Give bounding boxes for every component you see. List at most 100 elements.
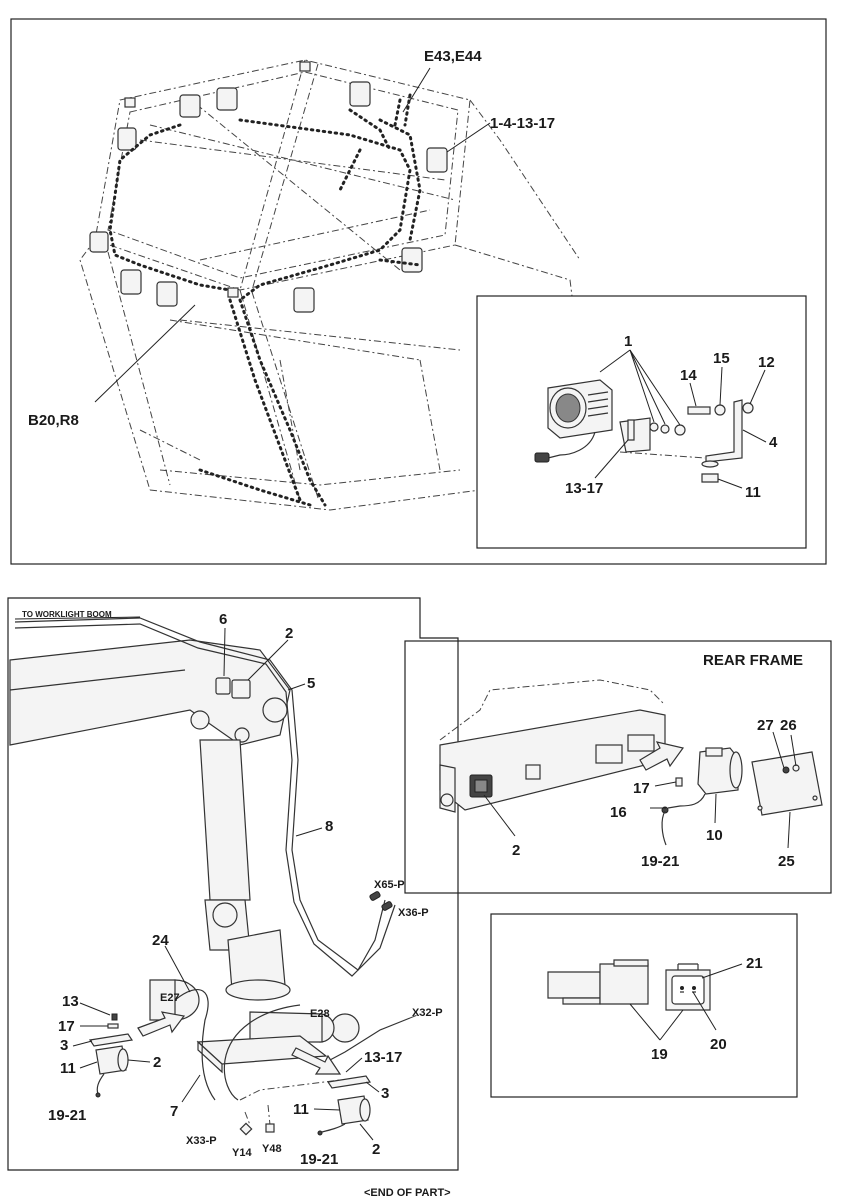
conn-leader-21: [701, 963, 743, 979]
connector-drawing: [547, 959, 711, 1011]
leader-24: [164, 945, 191, 993]
conn-leader-20: [692, 991, 717, 1031]
leader-5: [287, 683, 306, 691]
detail-label-11: 11: [745, 484, 761, 501]
rear-frame-drawing: [439, 679, 823, 816]
worklight-boom-leader: [14, 616, 141, 620]
rear-leader-10: [714, 793, 717, 824]
end-of-part-text: <END OF PART>: [364, 1187, 451, 1198]
connector-panel: [490, 913, 798, 1098]
detail-leader-12: [749, 369, 766, 405]
leader-2c: [359, 1123, 374, 1141]
lamp-detail-drawing: [534, 379, 754, 483]
leader-13-17: [345, 1057, 363, 1073]
label-x33-p: X33-P: [186, 1135, 217, 1147]
detail-leader-11: [717, 478, 743, 489]
boom-label-19-21a: 19-21: [48, 1107, 86, 1124]
leader-8: [295, 827, 323, 837]
boom-label-7: 7: [170, 1103, 178, 1120]
detail-leader-13-17: [594, 439, 629, 479]
leader-7: [181, 1074, 201, 1103]
conn-leader-19b: [659, 1009, 684, 1041]
detail-leader-14: [689, 382, 697, 407]
detail-leader-1b: [629, 349, 655, 423]
label-x65-p: X65-P: [374, 879, 405, 891]
label-y14: Y14: [232, 1147, 252, 1159]
boom-label-6: 6: [219, 611, 227, 628]
detail-leader-1a: [599, 349, 631, 373]
rear-label-25: 25: [778, 853, 795, 870]
boom-label-8: 8: [325, 818, 333, 835]
detail-leader-1c: [629, 349, 666, 425]
detail-leader-15: [719, 366, 723, 406]
conn-label-20: 20: [710, 1036, 727, 1053]
boom-label-11a: 11: [60, 1060, 76, 1077]
rear-leader-25: [787, 811, 791, 849]
rear-leader-17: [654, 781, 677, 787]
leader-6: [223, 627, 226, 677]
leader-2a: [247, 639, 289, 681]
detail-leader-4: [742, 429, 767, 443]
leader-3a: [72, 1040, 93, 1047]
rear-label-26: 26: [780, 717, 797, 734]
boom-label-5: 5: [307, 675, 315, 692]
detail-label-15: 15: [713, 350, 730, 367]
boom-label-19-21b: 19-21: [300, 1151, 338, 1168]
callout-e43-e44: E43,E44: [424, 48, 482, 65]
label-y48: Y48: [262, 1143, 282, 1155]
rear-leader-2: [483, 794, 516, 837]
leader-11b: [313, 1108, 341, 1111]
boom-label-2b: 2: [153, 1054, 161, 1071]
cab-worklamps: [89, 61, 448, 313]
boom-label-2a: 2: [285, 625, 293, 642]
kit-leader: [446, 122, 491, 153]
boom-label-11b: 11: [293, 1101, 309, 1118]
label-e28: E28: [310, 1008, 330, 1020]
leader-3b: [365, 1081, 380, 1093]
rear-leader-19-21: [661, 810, 667, 846]
boom-label-13: 13: [62, 993, 79, 1010]
rear-frame-title: REAR FRAME: [703, 652, 803, 669]
boom-label-3a: 3: [60, 1037, 68, 1054]
conn-label-21: 21: [746, 955, 763, 972]
boom-label-2c: 2: [372, 1141, 380, 1158]
rear-label-10: 10: [706, 827, 723, 844]
callout-b20-r8: B20,R8: [28, 412, 79, 429]
rear-label-2: 2: [512, 842, 520, 859]
leader-2b: [127, 1059, 151, 1063]
label-x36-p: X36-P: [398, 907, 429, 919]
boom-label-13-17: 13-17: [364, 1049, 402, 1066]
cab-panel-frame: [10, 18, 827, 565]
detail-label-1: 1: [624, 333, 632, 350]
rear-label-17: 17: [633, 780, 650, 797]
boom-label-24: 24: [152, 932, 169, 949]
boom-label-17: 17: [58, 1018, 75, 1035]
callout-1-4-13-17: 1-4-13-17: [490, 115, 555, 132]
conn-leader-19a: [629, 1003, 661, 1041]
rear-label-16: 16: [610, 804, 627, 821]
conn-label-19: 19: [651, 1046, 668, 1063]
e43-e44-leader: [402, 67, 431, 113]
boom-drawing: [9, 617, 421, 1136]
rear-leader-26: [790, 734, 797, 767]
leader-11a: [79, 1061, 98, 1069]
detail-label-4: 4: [769, 434, 778, 451]
detail-label-14: 14: [680, 367, 697, 384]
rear-label-27: 27: [757, 717, 774, 734]
cab-wiring-harness: [108, 93, 422, 507]
rear-label-19-21: 19-21: [641, 853, 679, 870]
leader-13: [79, 1002, 111, 1016]
cab-frame-drawing: [79, 59, 581, 511]
rear-leader-27: [772, 731, 785, 769]
label-e27: E27: [160, 992, 180, 1004]
boom-panel-frame: [7, 597, 459, 1171]
boom-label-3b: 3: [381, 1085, 389, 1102]
b20-r8-leader: [94, 304, 196, 403]
rear-frame-panel: [404, 640, 832, 894]
label-x32-p: X32-P: [412, 1007, 443, 1019]
detail-label-12: 12: [758, 354, 775, 371]
detail-label-13-17: 13-17: [565, 480, 603, 497]
to-worklight-boom-label: TO WORKLIGHT BOOM: [22, 610, 112, 619]
detail-leader-1d: [629, 349, 681, 426]
